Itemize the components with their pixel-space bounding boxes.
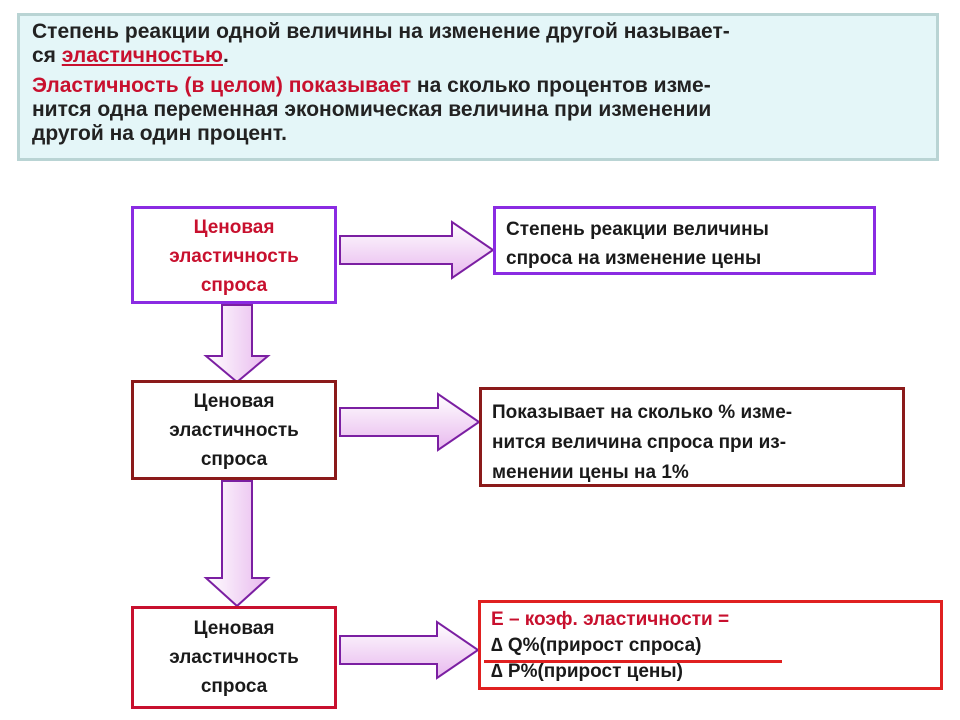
fraction-bar [484,660,782,663]
elasticity-definition-text-3: другой на один процент. [32,122,287,145]
arrow-down-2 [203,480,271,608]
elasticity-definition-lead: Эластичность (в целом) показывает [32,74,412,97]
formula-numerator: ∆ Q%(прирост спроса) [491,635,702,656]
definition-text-2: ся [32,44,62,67]
reaction-line-2: спроса на изменение цены [506,248,762,269]
price-elasticity-box-2: Ценовая эластичность спроса [131,380,337,480]
definition-period: . [222,44,229,67]
elasticity-definition-text-2: нится одна переменная экономическая вели… [32,98,712,121]
definition-text-1: Степень реакции одной величины на измене… [32,20,730,43]
reaction-line-1: Степень реакции величины [506,219,769,240]
percent-line-2: нится величина спроса при из- [492,432,787,453]
box-1-line-2: эластичность [169,245,299,267]
definition-panel: Степень реакции одной величины на измене… [17,13,939,161]
arrow-right-3 [339,620,480,680]
arrow-right-1 [339,220,495,280]
box-2-line-3: спроса [200,448,268,470]
box-3-line-1: Ценовая [193,618,275,639]
formula-denominator: ∆ Р%(прирост цены) [491,661,683,682]
reaction-degree-box: Степень реакции величины спроса на измен… [493,206,876,275]
elasticity-formula-box: Е – коэф. эластичности = ∆ Q%(прирост сп… [478,600,943,690]
box-3-line-2: эластичность [169,647,299,668]
box-1-line-1: Ценовая [193,216,275,238]
elasticity-definition-text-1: на сколько процентов изме- [411,74,711,97]
box-1-line-3: спроса [200,274,268,296]
box-3-line-3: спроса [200,676,268,697]
arrow-down-1 [203,304,271,384]
box-2-line-2: эластичность [169,419,299,441]
percent-line-1: Показывает на сколько % изме- [492,402,793,423]
elasticity-definition: Эластичность (в целом) показывает на ско… [32,74,924,146]
elasticity-term: эластичностью [61,44,223,67]
formula-title: Е – коэф. эластичности = [491,609,730,630]
definition-line: Степень реакции одной величины на измене… [32,20,924,68]
arrow-right-2 [339,392,481,452]
price-elasticity-box-1: Ценовая эластичность спроса [131,206,337,304]
box-2-line-1: Ценовая [193,390,275,412]
percent-line-3: менении цены на 1% [492,462,689,483]
price-elasticity-box-3: Ценовая эластичность спроса [131,606,337,709]
percent-change-box: Показывает на сколько % изме- нится вели… [479,387,905,487]
